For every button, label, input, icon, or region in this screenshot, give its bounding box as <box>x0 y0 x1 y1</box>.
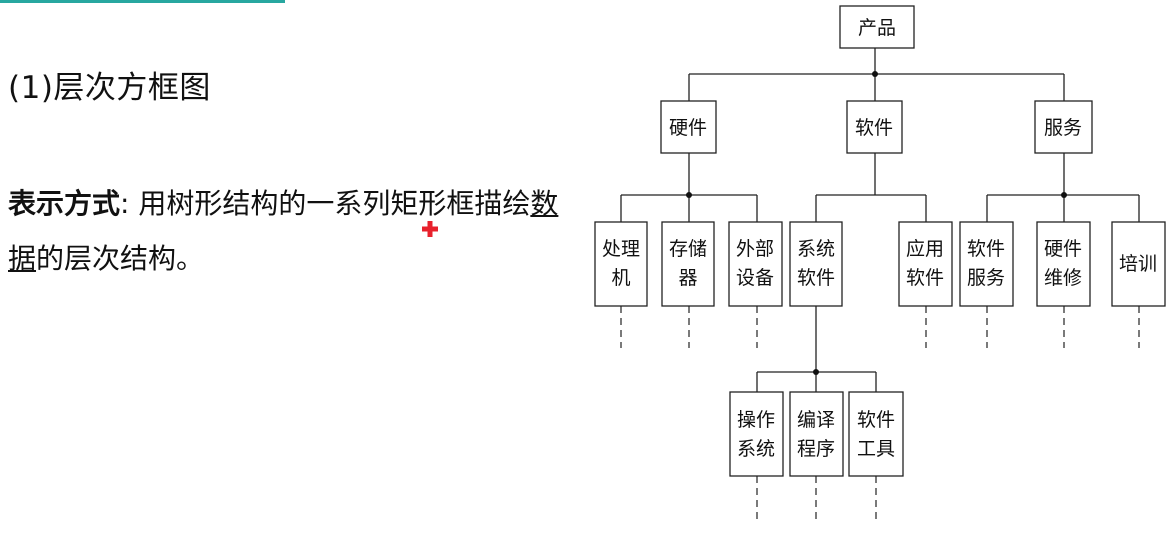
node-peripheral-label-line2: 设备 <box>736 267 774 289</box>
node-processor: 处理 机 <box>594 221 648 307</box>
connector-lines <box>620 48 1140 392</box>
node-software: 软件 <box>846 100 903 154</box>
continuation-dashes <box>620 306 1140 520</box>
node-operating-system-label-line2: 系统 <box>737 438 775 460</box>
node-software-service-label-line1: 软件 <box>967 238 1005 260</box>
node-application-software: 应用 软件 <box>898 221 953 307</box>
description-paragraph: 表示方式: 用树形结构的一系列矩形框描绘数据的层次结构。 <box>8 176 573 286</box>
node-hardware-maintenance-label-line1: 硬件 <box>1044 238 1082 260</box>
node-training: 培训 <box>1111 221 1166 307</box>
node-system-software: 系统 软件 <box>789 221 843 307</box>
node-software-tools: 软件 工具 <box>848 391 904 477</box>
node-storage: 存储 器 <box>661 221 715 307</box>
node-root: 产品 <box>839 5 915 49</box>
node-peripheral: 外部 设备 <box>728 221 783 307</box>
title-accent-rule <box>0 0 285 3</box>
node-system-software-label-line2: 软件 <box>797 267 835 289</box>
node-storage-label-line1: 存储 <box>669 238 707 260</box>
node-software-tools-label-line1: 软件 <box>857 409 895 431</box>
node-operating-system: 操作 系统 <box>729 391 784 477</box>
node-processor-label-line1: 处理 <box>602 238 640 260</box>
node-operating-system-label-line1: 操作 <box>737 409 775 431</box>
node-hardware: 硬件 <box>660 100 717 154</box>
node-compiler: 编译 程序 <box>789 391 844 477</box>
laser-pointer-icon <box>422 221 438 237</box>
node-root-label: 产品 <box>858 17 896 39</box>
node-system-software-label-line1: 系统 <box>797 238 835 260</box>
description-label: 表示方式 <box>8 187 121 220</box>
node-hardware-maintenance-label-line2: 维修 <box>1044 267 1082 289</box>
node-compiler-label-line1: 编译 <box>797 409 835 431</box>
node-software-service: 软件 服务 <box>959 221 1014 307</box>
node-service-label: 服务 <box>1044 117 1082 139</box>
node-storage-label-line2: 器 <box>678 267 697 289</box>
description-text-b: 的层次结构。 <box>36 242 205 275</box>
node-application-software-label-line1: 应用 <box>906 238 944 260</box>
node-software-label: 软件 <box>855 117 893 139</box>
description-colon: : <box>120 187 130 220</box>
node-software-tools-label-line2: 工具 <box>857 438 895 460</box>
node-application-software-label-line2: 软件 <box>906 267 944 289</box>
node-compiler-label-line2: 程序 <box>797 438 835 460</box>
description-underlined-term: 数据 <box>8 187 559 275</box>
node-service: 服务 <box>1034 100 1093 154</box>
node-software-service-label-line2: 服务 <box>967 267 1005 289</box>
node-processor-label-line2: 机 <box>611 267 630 289</box>
node-peripheral-label-line1: 外部 <box>736 238 774 260</box>
node-hardware-maintenance: 硬件 维修 <box>1036 221 1091 307</box>
description-text-a: 用树形结构的一系列矩形框描绘 <box>129 187 531 220</box>
node-training-label: 培训 <box>1119 253 1157 275</box>
section-heading: (1)层次方框图 <box>8 70 211 106</box>
node-hardware-label: 硬件 <box>669 117 707 139</box>
